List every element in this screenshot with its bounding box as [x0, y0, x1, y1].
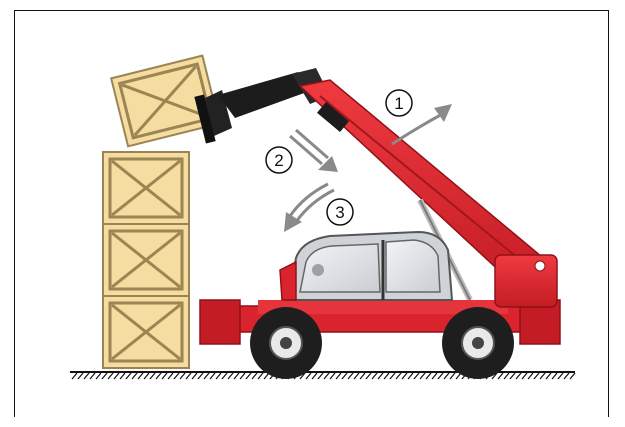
- arrow-down-right-icon: [289, 128, 338, 172]
- diagram-frame: [14, 10, 609, 417]
- ground-hatch-mark: [431, 372, 438, 380]
- ground-hatch-mark: [107, 372, 114, 380]
- ground-hatch-mark: [155, 372, 162, 380]
- ground-hatch-mark: [341, 372, 348, 380]
- ground-hatch-mark: [395, 372, 402, 380]
- ground-hatch-mark: [521, 372, 528, 380]
- ground-hatch-mark: [245, 372, 252, 380]
- ground-hatch-mark: [305, 372, 312, 380]
- ground-hatch-mark: [377, 372, 384, 380]
- ground-hatch-mark: [215, 372, 222, 380]
- ground-hatch-mark: [113, 372, 120, 380]
- step-3-badge: 3: [326, 198, 354, 226]
- ground-hatch-mark: [173, 372, 180, 380]
- ground-hatch-mark: [563, 372, 570, 380]
- ground-hatch-mark: [119, 372, 126, 380]
- ground-hatch-mark: [527, 372, 534, 380]
- ground-hatch-mark: [545, 372, 552, 380]
- ground-hatch-mark: [191, 372, 198, 380]
- ground-hatch-mark: [551, 372, 558, 380]
- ground-hatch-mark: [89, 372, 96, 380]
- ground-hatch-mark: [389, 372, 396, 380]
- lifted-crate: [109, 54, 221, 148]
- ground-hatch-mark: [143, 372, 150, 380]
- curved-arrow-up-right-icon: [391, 104, 452, 146]
- ground-hatch-mark: [401, 372, 408, 380]
- crate-bottom: [102, 295, 190, 369]
- ground-hatch-mark: [137, 372, 144, 380]
- ground-hatch-mark: [83, 372, 90, 380]
- ground-hatch-mark: [179, 372, 186, 380]
- ground-hatch-mark: [311, 372, 318, 380]
- crate-top: [102, 151, 190, 225]
- ground-hatch-mark: [233, 372, 240, 380]
- ground-hatch-mark: [101, 372, 108, 380]
- ground-hatch-mark: [425, 372, 432, 380]
- ground-hatch-mark: [413, 372, 420, 380]
- ground-hatch-mark: [515, 372, 522, 380]
- crate-stack: [102, 151, 190, 369]
- ground-hatch-mark: [323, 372, 330, 380]
- step-1-badge: 1: [385, 89, 413, 117]
- ground-hatch-mark: [437, 372, 444, 380]
- ground-hatch-mark: [329, 372, 336, 380]
- ground-hatch-mark: [383, 372, 390, 380]
- operator-cab: [279, 230, 454, 301]
- ground-hatch-mark: [557, 372, 564, 380]
- ground-hatch-mark: [131, 372, 138, 380]
- ground-hatch-mark: [371, 372, 378, 380]
- curved-arrow-down-left-icon: [284, 182, 335, 232]
- ground-hatch-mark: [539, 372, 546, 380]
- ground-hatch-mark: [419, 372, 426, 380]
- crate-middle: [102, 223, 190, 297]
- ground-hatch-mark: [335, 372, 342, 380]
- ground-hatch-mark: [257, 372, 264, 380]
- ground-hatch-mark: [239, 372, 246, 380]
- ground-hatch-mark: [449, 372, 456, 380]
- ground-hatch-mark: [95, 372, 102, 380]
- ground-hatch-mark: [71, 372, 78, 380]
- ground-hatch-mark: [359, 372, 366, 380]
- fork-carriage: [194, 90, 232, 144]
- ground-hatch-mark: [125, 372, 132, 380]
- ground-hatch-mark: [227, 372, 234, 380]
- ground-hatch-mark: [209, 372, 216, 380]
- ground-hatch-mark: [251, 372, 258, 380]
- ground-hatch-mark: [365, 372, 372, 380]
- rear-wheel: [250, 307, 322, 379]
- ground-hatch-mark: [167, 372, 174, 380]
- ground-hatch-mark: [149, 372, 156, 380]
- ground-hatch-mark: [497, 372, 504, 380]
- step-2-badge: 2: [265, 146, 293, 174]
- ground-hatch-mark: [503, 372, 510, 380]
- ground-hatch-mark: [317, 372, 324, 380]
- ground-hatch-mark: [185, 372, 192, 380]
- telescopic-boom: [298, 79, 550, 292]
- step-1-label: 1: [394, 94, 403, 113]
- ground-line: [70, 371, 576, 380]
- front-wheel: [442, 307, 514, 379]
- ground-hatch-mark: [443, 372, 450, 380]
- ground-hatch-mark: [407, 372, 414, 380]
- ground-hatch-mark: [203, 372, 210, 380]
- step-2-label: 2: [274, 151, 283, 170]
- ground-hatch-mark: [569, 372, 576, 380]
- ground-hatch-mark: [533, 372, 540, 380]
- ground-hatch-mark: [509, 372, 516, 380]
- step-3-label: 3: [335, 203, 344, 222]
- ground-hatch-mark: [161, 372, 168, 380]
- ground-hatch-mark: [353, 372, 360, 380]
- ground-hatch-mark: [221, 372, 228, 380]
- ground-hatch-mark: [197, 372, 204, 380]
- ground-hatch-mark: [347, 372, 354, 380]
- ground-hatch-mark: [77, 372, 84, 380]
